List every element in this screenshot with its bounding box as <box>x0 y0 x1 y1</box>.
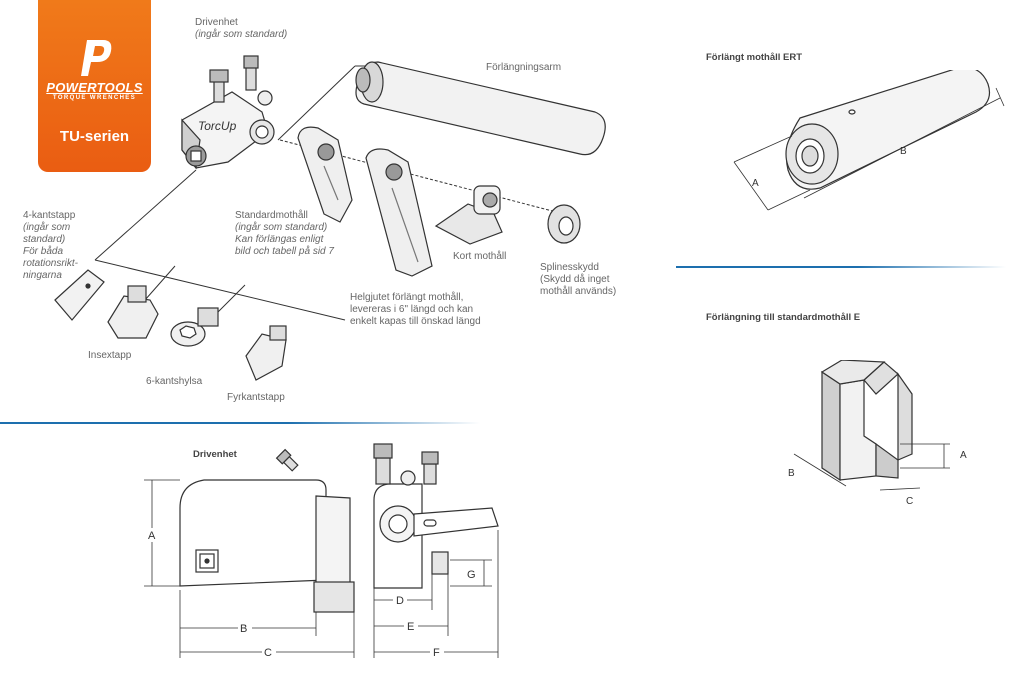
ert-title: Förlängt mothåll ERT <box>706 52 803 63</box>
tool-mark: TorcUp <box>198 119 237 133</box>
leader-line <box>94 169 197 261</box>
leader-line <box>144 265 176 301</box>
spline-protector <box>547 204 581 244</box>
dimension-line <box>803 97 1001 199</box>
dim-a: A <box>960 450 967 461</box>
extension-arm <box>355 61 606 156</box>
standard-reaction-arm <box>297 126 353 223</box>
axis-line <box>279 139 561 214</box>
splinesskydd-label: Splinesskydd (Skydd då inget mothåll anv… <box>540 262 617 297</box>
drivenhet-label: Drivenhet (ingår som standard) <box>195 17 288 40</box>
dim-a: A <box>148 530 156 542</box>
helgjutet-arm <box>365 148 433 277</box>
drive-dims-title: Drivenhet <box>193 449 237 460</box>
ert-drawing: A B <box>733 70 1005 211</box>
brand-tagline: TORQUE WRENCHES <box>52 95 137 101</box>
dim-b: B <box>240 623 247 635</box>
fyrkantstapp-label: Fyrkantstapp <box>227 392 285 403</box>
extension-line <box>733 135 793 163</box>
dim-a: A <box>752 178 759 189</box>
insextapp-label: Insextapp <box>88 350 132 361</box>
dim-f: F <box>433 647 440 659</box>
kantstapp-label: 4-kantstapp (ingår som standard) För båd… <box>23 210 79 281</box>
ext-e-title: Förlängning till standardmothåll E <box>706 312 861 323</box>
square-bit-part <box>245 325 287 381</box>
dim-b: B <box>788 468 795 479</box>
drive-side-view: A B C <box>144 448 355 659</box>
section-divider <box>676 266 1006 268</box>
standardmothall-label: Standardmothåll (ingår som standard) Kan… <box>235 210 334 257</box>
brand-tab: POWERTOOLS TORQUE WRENCHES TU-serien <box>38 0 151 172</box>
exploded-view-drawing: TorcUp <box>54 55 606 381</box>
dim-e: E <box>407 621 414 633</box>
hex-bit-part <box>107 285 159 339</box>
square-drive-part <box>54 269 105 321</box>
helgjutet-label: Helgjutet förlängt mothåll, levereras i … <box>350 292 481 327</box>
dimension-line <box>879 487 921 491</box>
dimension-line <box>793 453 847 487</box>
leader-line <box>214 284 246 316</box>
dim-d: D <box>396 595 404 607</box>
dim-c: C <box>264 647 272 659</box>
dim-b: B <box>900 146 907 157</box>
powertools-logo-icon <box>38 36 151 83</box>
extension-line <box>995 87 1005 107</box>
series-title: TU-serien <box>59 128 130 145</box>
leader-line <box>94 259 346 321</box>
drive-front-view: D E F G <box>373 443 499 659</box>
forlangningsarm-label: Förlängningsarm <box>486 62 562 73</box>
dim-g: G <box>467 569 476 581</box>
extension-line <box>767 189 811 211</box>
kort-mothall-label: Kort mothåll <box>453 251 507 262</box>
dimension-line <box>733 161 769 211</box>
short-reaction-arm <box>434 185 503 245</box>
ext-e-drawing: B C A <box>788 360 967 507</box>
leader-line <box>277 65 356 141</box>
dim-c: C <box>906 496 913 507</box>
brand-name: POWERTOOLS <box>46 80 143 95</box>
hex-socket-part <box>170 307 219 347</box>
section-divider <box>0 422 480 424</box>
kantshylsa-label: 6-kantshylsa <box>146 376 203 387</box>
drive-unit: TorcUp <box>181 55 275 170</box>
